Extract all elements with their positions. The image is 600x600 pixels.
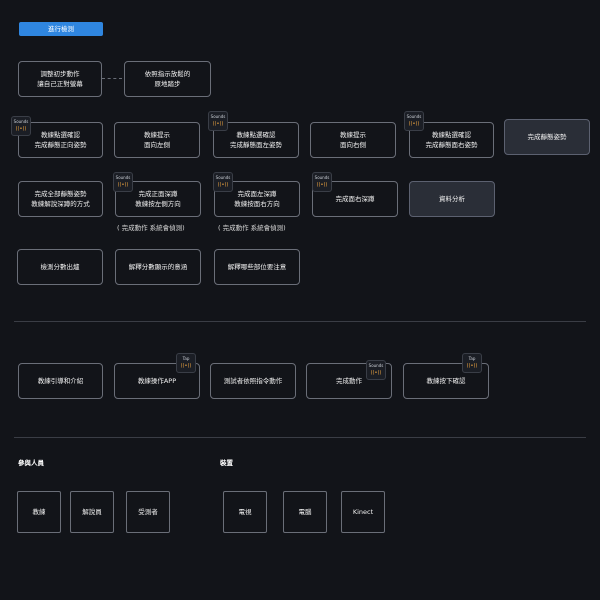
sound-icon: ((•)) [316,182,328,188]
tap-icon: ((•)) [180,363,192,369]
step-static-done: 完成靜態姿勢 [504,119,590,155]
sound-icon: ((•)) [15,126,27,132]
device-computer: 電腦 [283,491,327,533]
sounds-tag-label: Sounds [314,175,330,180]
step-squat-front: 完成正面深蹲 教練按左側方向 [115,181,201,217]
sound-icon: ((•)) [117,182,129,188]
step-all-static-done: 完成全部靜態姿勢 教練解說深蹲的方式 [18,181,103,217]
step-score-result: 檢測分數出爐 [17,249,103,285]
sounds-tag-label: Sounds [368,363,384,368]
detection-note: ( 完成動作 系統會偵測) [218,224,286,232]
step-explain-parts: 解釋哪些部位要注意 [214,249,300,285]
step-hint-left: 教練提示 面向左側 [114,122,200,158]
participant-explainer: 解說員 [70,491,114,533]
sounds-tag-label: Sounds [210,114,226,119]
device-tv: 電視 [223,491,267,533]
sounds-tag: Sounds ((•)) [113,172,133,192]
devices-title: 裝置 [220,459,233,467]
step-adjust-posture: 調整初步動作 讓自己正對螢幕 [18,61,102,97]
step-data-analysis: 資料分析 [409,181,495,217]
participant-tester: 受測者 [126,491,170,533]
sound-icon: ((•)) [217,182,229,188]
detection-note: ( 完成動作 系統會偵測) [117,224,185,232]
sounds-tag-label: Sounds [215,175,231,180]
sound-icon: ((•)) [212,121,224,127]
step-tester-follows: 測試者依照指令動作 [210,363,296,399]
sounds-tag-label: Sounds [13,119,29,124]
step-coach-confirm-front: 教練點選確認 完成靜態正向姿勢 [18,122,103,158]
sound-icon: ((•)) [408,121,420,127]
section-divider [14,437,586,438]
sound-icon: ((•)) [370,370,382,376]
sounds-tag: Sounds ((•)) [404,111,424,131]
step-coach-app: 教練操作APP [114,363,200,399]
step-coach-intro: 教練引導和介紹 [18,363,103,399]
sounds-tag: Sounds ((•)) [11,116,31,136]
tap-tag-label: Tap [182,356,190,361]
tap-tag-label: Tap [468,356,476,361]
sounds-tag: Sounds ((•)) [312,172,332,192]
step-explain-score: 解釋分數顯示的意涵 [115,249,201,285]
tap-icon: ((•)) [466,363,478,369]
step-hint-right: 教練提示 面向右側 [310,122,396,158]
dashed-connector [102,78,122,80]
tap-tag: Tap ((•)) [462,353,482,373]
device-kinect: Kinect [341,491,385,533]
participant-coach: 教練 [17,491,61,533]
sounds-tag-label: Sounds [406,114,422,119]
sounds-tag: Sounds ((•)) [208,111,228,131]
participants-title: 參與人員 [18,459,44,467]
sounds-tag: Sounds ((•)) [366,360,386,380]
step-march-in-place: 依照指示放鬆的 原地踏步 [124,61,211,97]
sounds-tag: Sounds ((•)) [213,172,233,192]
tap-tag: Tap ((•)) [176,353,196,373]
sounds-tag-label: Sounds [115,175,131,180]
process-badge: 進行檢測 [19,22,103,36]
section-divider [14,321,586,322]
